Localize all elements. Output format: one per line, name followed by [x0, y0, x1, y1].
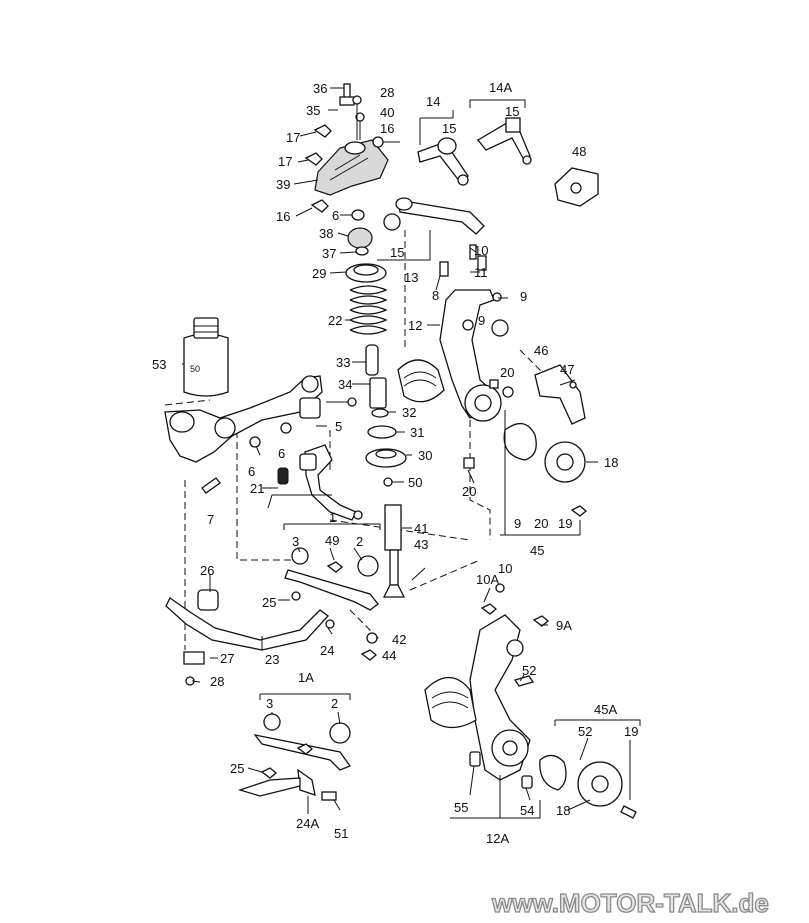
spring-strut-stack	[345, 209, 426, 661]
callout-49: 49	[325, 533, 339, 548]
callout-25: 25	[262, 595, 276, 610]
callout-10a: 10A	[476, 572, 499, 587]
bottle-label: 50	[190, 364, 200, 374]
callout-32: 32	[402, 405, 416, 420]
steering-knuckle	[397, 244, 588, 517]
callout-52: 52	[522, 663, 536, 678]
callout-47: 47	[560, 362, 574, 377]
callout-14a: 14A	[489, 80, 512, 95]
callout-35: 35	[306, 103, 320, 118]
callout-5: 5	[335, 419, 342, 434]
watermark: www.MOTOR-TALK.de	[491, 888, 769, 918]
callout-46: 46	[534, 343, 548, 358]
callout-38: 38	[319, 226, 333, 241]
callout-53: 53	[152, 357, 166, 372]
callout-16: 16	[380, 121, 394, 136]
callout-23: 23	[265, 652, 279, 667]
callout-2b: 2	[331, 696, 338, 711]
oil-bottle: 50	[183, 317, 229, 397]
callout-21: 21	[250, 481, 264, 496]
callout-9b: 9	[478, 313, 485, 328]
callout-17: 17	[286, 130, 300, 145]
callout-14: 14	[426, 94, 440, 109]
callout-3b: 3	[266, 696, 273, 711]
callout-18: 18	[604, 455, 618, 470]
callout-15b: 15	[505, 104, 519, 119]
callout-51: 51	[334, 826, 348, 841]
callout-20: 20	[500, 365, 514, 380]
callout-27: 27	[220, 651, 234, 666]
leader-lines	[182, 87, 641, 819]
callout-16b: 16	[276, 209, 290, 224]
callout-34: 34	[338, 377, 352, 392]
callout-1: 1	[329, 510, 336, 525]
callout-45: 45	[530, 543, 544, 558]
callout-44: 44	[382, 648, 396, 663]
callout-15c: 15	[390, 245, 404, 260]
upper-control-arms	[383, 117, 599, 235]
group-1a	[237, 713, 352, 801]
callout-19b: 19	[624, 724, 638, 739]
callout-19: 19	[558, 516, 572, 531]
callout-6c: 6	[248, 464, 255, 479]
callout-28b: 28	[210, 674, 224, 689]
callout-24: 24	[320, 643, 334, 658]
callout-6: 6	[332, 208, 339, 223]
callout-22: 22	[328, 313, 342, 328]
lower-control-arms	[277, 444, 379, 629]
subframe	[164, 375, 357, 494]
callout-2: 2	[356, 534, 363, 549]
callout-6b: 6	[278, 446, 285, 461]
callout-39: 39	[276, 177, 290, 192]
callout-7: 7	[207, 512, 214, 527]
callout-43: 43	[414, 537, 428, 552]
callout-24a: 24A	[296, 816, 319, 831]
callout-41: 41	[414, 521, 428, 536]
callout-20c: 20	[534, 516, 548, 531]
callout-11: 11	[474, 265, 488, 280]
callout-26: 26	[200, 563, 214, 578]
callout-28: 28	[380, 85, 394, 100]
callout-31: 31	[410, 425, 424, 440]
callout-30: 30	[418, 448, 432, 463]
callout-42: 42	[392, 632, 406, 647]
stabilizer-bar	[165, 589, 329, 686]
callout-12: 12	[408, 318, 422, 333]
callout-25b: 25	[230, 761, 244, 776]
callout-48: 48	[572, 144, 586, 159]
callout-9a: 9A	[556, 618, 572, 633]
callout-10: 10	[474, 243, 488, 258]
callout-10b: 10	[498, 561, 512, 576]
callout-52b: 52	[578, 724, 592, 739]
callout-54: 54	[520, 803, 534, 818]
callout-45a: 45A	[594, 702, 617, 717]
callout-37: 37	[322, 246, 336, 261]
group-12a	[424, 583, 637, 819]
callout-12a: 12A	[486, 831, 509, 846]
callout-29: 29	[312, 266, 326, 281]
callout-55: 55	[454, 800, 468, 815]
callout-17b: 17	[278, 154, 292, 169]
callout-13: 13	[404, 270, 418, 285]
callout-36: 36	[313, 81, 327, 96]
callout-20b: 20	[462, 484, 476, 499]
callout-18b: 18	[556, 803, 570, 818]
upper-strut-mount	[304, 83, 400, 213]
callout-8: 8	[432, 288, 439, 303]
callout-9c: 9	[514, 516, 521, 531]
callout-3: 3	[292, 534, 299, 549]
callout-9: 9	[520, 289, 527, 304]
callout-33: 33	[336, 355, 350, 370]
callout-50: 50	[408, 475, 422, 490]
callout-15: 15	[442, 121, 456, 136]
callout-labels: 36 28 35 40 17 16 17 39 16 6 38 37 29 22…	[152, 80, 638, 846]
callout-40: 40	[380, 105, 394, 120]
callout-1a: 1A	[298, 670, 314, 685]
